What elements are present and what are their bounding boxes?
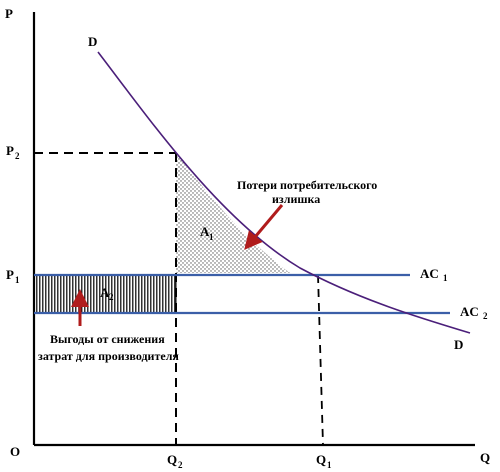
a1-label: A 1 (200, 224, 214, 242)
svg-text:1: 1 (327, 460, 332, 470)
demand-curve (97, 51, 471, 334)
origin-label: O (10, 444, 20, 459)
svg-text:2: 2 (483, 311, 488, 321)
y-axis-label: P (5, 6, 13, 21)
benefit-annotation-line2: затрат для производителя (38, 349, 179, 363)
svg-text:P: P (6, 143, 14, 158)
svg-text:AC: AC (460, 304, 479, 319)
area-a2-shading (33, 274, 177, 314)
loss-annotation-line2: излишка (272, 192, 320, 206)
svg-text:Q: Q (316, 452, 326, 467)
demand-label-top: D (88, 34, 97, 49)
ac2-label: AC 2 (460, 304, 488, 321)
demand-label-bottom: D (454, 337, 463, 352)
svg-text:AC: AC (420, 266, 439, 281)
svg-text:A: A (100, 285, 110, 300)
loss-annotation-line1: Потери потребительского (237, 178, 377, 192)
a2-label: A 2 (100, 285, 114, 302)
benefit-annotation-line1: Выгоды от снижения (50, 332, 165, 346)
svg-text:2: 2 (109, 292, 114, 302)
q2-label: Q 2 (167, 452, 183, 470)
q1-dashed-guide (317, 274, 324, 446)
p2-label: P 2 (6, 143, 20, 161)
area-a1-shading (176, 153, 290, 273)
svg-text:2: 2 (178, 460, 183, 470)
svg-text:P: P (6, 267, 14, 282)
svg-text:1: 1 (15, 275, 20, 285)
x-axis-label: Q (480, 450, 490, 465)
svg-text:1: 1 (443, 273, 448, 283)
svg-text:2: 2 (15, 151, 20, 161)
ac1-label: AC 1 (420, 266, 448, 283)
p1-label: P 1 (6, 267, 20, 285)
svg-text:1: 1 (209, 232, 214, 242)
loss-arrow (244, 204, 284, 250)
q1-label: Q 1 (316, 452, 332, 470)
svg-text:A: A (200, 224, 210, 239)
svg-text:Q: Q (167, 452, 177, 467)
